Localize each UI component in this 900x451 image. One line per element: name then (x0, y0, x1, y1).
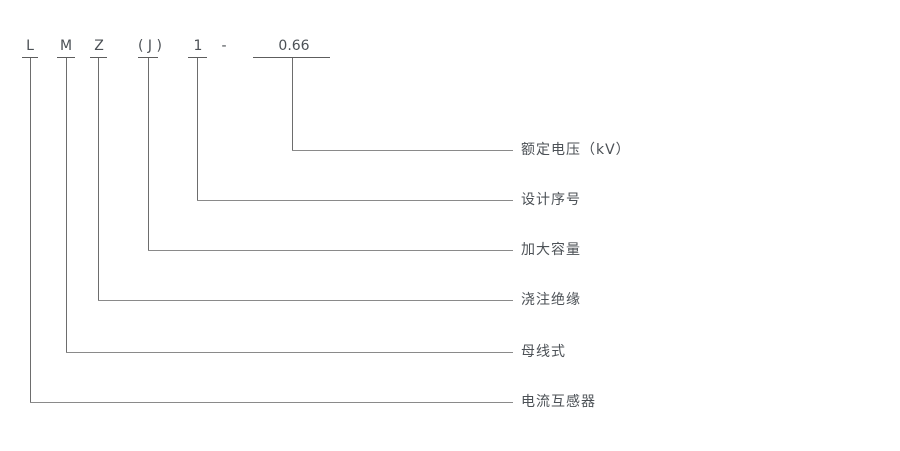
connector-horizontal-line (98, 300, 513, 301)
code-segment-m: M (59, 38, 73, 54)
code-underline-j (138, 57, 158, 58)
callout-label-rated-voltage: 额定电压（kV） (521, 142, 631, 158)
code-segment-voltage: 0.66 (278, 38, 310, 54)
callout-label-cast-insulation: 浇注绝缘 (521, 292, 581, 308)
code-segment-z: Z (94, 38, 104, 54)
code-segment-hyphen: - (221, 38, 227, 54)
callout-label-increased-capacity: 加大容量 (521, 242, 581, 258)
code-underline-z (90, 57, 107, 58)
connector-horizontal-line (148, 250, 513, 251)
connector-horizontal-line (292, 150, 513, 151)
connector-horizontal-line (66, 352, 513, 353)
code-segment-l: L (26, 38, 34, 54)
connector-vertical-line (197, 58, 198, 200)
connector-vertical-line (30, 58, 31, 402)
code-underline-m (57, 57, 75, 58)
code-underline-voltage (253, 57, 330, 58)
connector-horizontal-line (197, 200, 513, 201)
connector-vertical-line (98, 58, 99, 300)
code-segment-serial: 1 (193, 38, 203, 54)
connector-vertical-line (66, 58, 67, 352)
connector-vertical-line (148, 58, 149, 250)
code-segment-j: ( J ) (138, 38, 162, 54)
callout-label-design-serial: 设计序号 (521, 192, 581, 208)
callout-label-busbar-type: 母线式 (521, 344, 566, 360)
callout-label-current-transformer: 电流互感器 (521, 394, 596, 410)
connector-horizontal-line (30, 402, 513, 403)
connector-vertical-line (292, 58, 293, 150)
code-underline-serial (188, 57, 207, 58)
code-underline-l (22, 57, 38, 58)
